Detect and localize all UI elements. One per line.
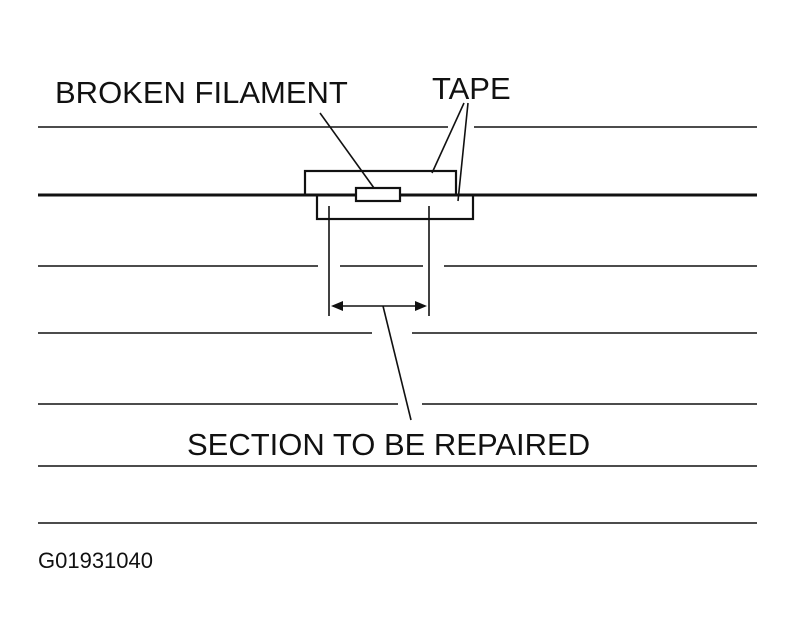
broken-filament-piece	[354, 186, 402, 203]
label-tape: TAPE	[432, 71, 511, 106]
dimension-arrow-right-icon	[415, 301, 427, 311]
leader-tape-upper	[431, 102, 465, 174]
dimension-arrow-left-icon	[331, 301, 343, 311]
figure-code: G01931040	[38, 548, 153, 573]
leader-tape-lower	[457, 102, 469, 202]
label-broken-filament: BROKEN FILAMENT	[55, 75, 348, 110]
leader-section	[382, 305, 412, 421]
leader-broken-filament	[319, 112, 375, 189]
label-section-to-be-repaired: SECTION TO BE REPAIRED	[187, 427, 590, 462]
